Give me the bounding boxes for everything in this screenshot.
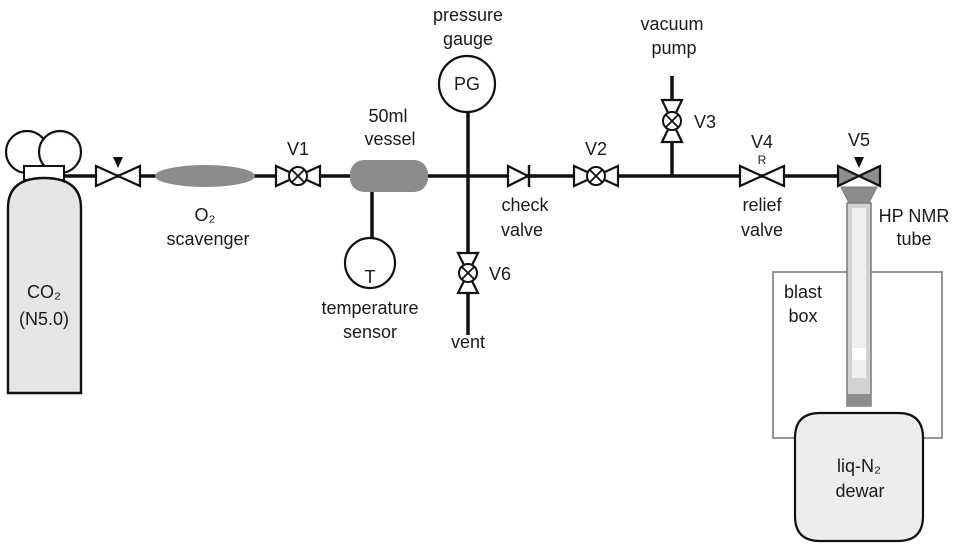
v4-label: V4 [751,132,773,152]
valve-v6: V6 vent [451,251,511,352]
vacuum-pump-branch: vacuum pump V3 [640,14,716,144]
pressure-gauge-label-line2: gauge [443,29,493,49]
nmr-tube-head [840,186,878,204]
valve-v1: V1 [274,139,322,188]
relief-valve-label-line1: relief [742,195,782,215]
dewar-label-line1: liq-N₂ [837,456,881,476]
vessel-label-line2: vessel [364,129,415,149]
vessel-50ml: 50ml vessel [350,106,428,192]
vessel-body [350,160,428,192]
valve-v2: V2 [572,139,620,188]
nmr-tube-bottom [847,394,871,406]
scavenger-label-line2: scavenger [166,229,249,249]
relief-valve-label-line2: valve [741,220,783,240]
dewar-label-line2: dewar [835,481,884,501]
o2-scavenger: O₂ scavenger [155,165,255,249]
pressure-gauge-symbol: PG [454,74,480,94]
relief-mark: R [758,153,767,167]
v3-label: V3 [694,112,716,132]
pressure-gauge-icon [437,54,497,114]
check-valve-label-line2: valve [501,220,543,240]
temperature-label-line1: temperature [321,298,418,318]
check-valve-label-line1: check [501,195,549,215]
v6-label: V6 [489,264,511,284]
hp-nmr-tube: V5 HP NMR tube [836,130,950,407]
co2-cylinder: CO₂ (N5.0) [4,129,83,395]
vent-label: vent [451,332,485,352]
temperature-sensor: T temperature sensor [321,236,419,342]
relief-valve-v4: V4 R relief valve [738,132,786,240]
vacuum-pump-label-line1: vacuum [640,14,703,34]
temperature-gauge-icon [343,236,397,290]
cylinder-grade-label: (N5.0) [19,309,69,329]
pressure-gauge: PG pressure gauge [433,5,503,114]
cylinder-gas-label: CO₂ [27,282,61,302]
temperature-label-line2: sensor [343,322,397,342]
nmr-tube-label-line1: HP NMR [879,206,950,226]
cylinder-body [6,176,83,395]
nmr-tube-bore [852,208,866,378]
check-valve: check valve [501,164,550,240]
pressure-gauge-label-line1: pressure [433,5,503,25]
blast-box-label-line1: blast [784,282,822,302]
vacuum-pump-label-line2: pump [651,38,696,58]
needle-handle-icon [113,157,123,168]
dewar-body [793,411,925,543]
liquid-nitrogen-dewar: liq-N₂ dewar [793,411,925,543]
nmr-tube-label-line2: tube [896,229,931,249]
vessel-label-line1: 50ml [368,106,407,126]
blast-box-label-line2: box [788,306,817,326]
v2-label: V2 [585,139,607,159]
temperature-symbol: T [365,267,376,287]
v5-label: V5 [848,130,870,150]
pipelines [60,76,838,335]
needle-handle-icon [854,157,864,168]
nmr-tube-sample-zone [852,348,866,360]
v1-label: V1 [287,139,309,159]
scavenger-cartridge [155,165,255,187]
cylinder-outlet-valve [94,157,142,188]
scavenger-label-line1: O₂ [195,205,216,225]
